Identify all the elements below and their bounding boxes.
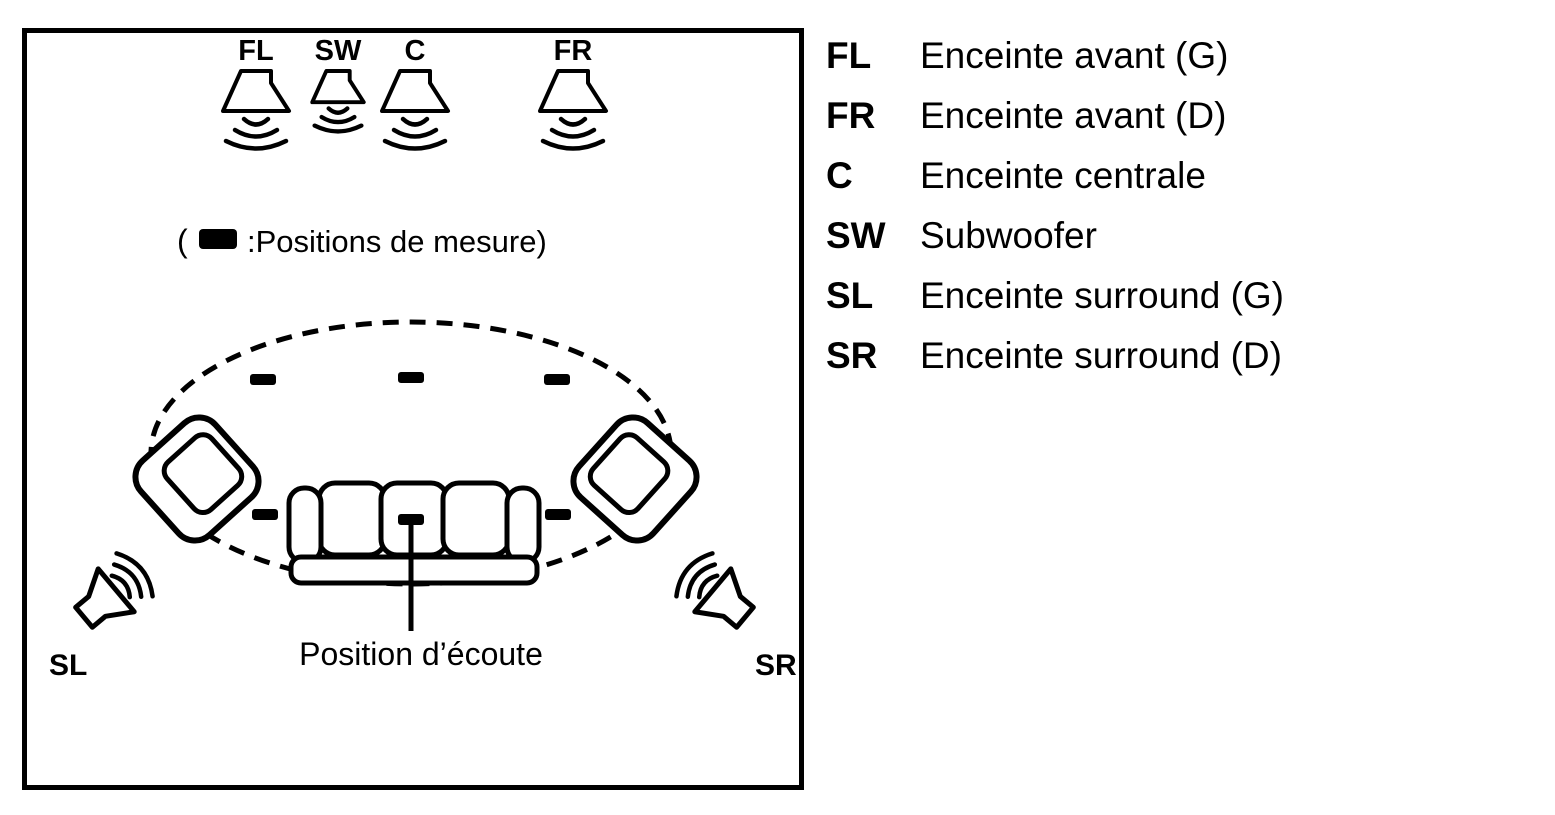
legend-row-sw: SW Subwoofer [826, 206, 1284, 266]
label-front-left: FL [238, 35, 273, 67]
listening-position-mark [398, 514, 424, 525]
legend-row-fr: FR Enceinte avant (D) [826, 86, 1284, 146]
legend-row-fl: FL Enceinte avant (G) [826, 26, 1284, 86]
legend-label: Enceinte centrale [920, 155, 1206, 196]
measure-note-label: :Positions de mesure) [247, 224, 547, 259]
legend: FL Enceinte avant (G) FR Enceinte avant … [826, 26, 1284, 386]
surround-left-speaker-icon [73, 551, 155, 630]
legend-label: Enceinte surround (D) [920, 335, 1282, 376]
surround-right-speaker-icon [674, 551, 756, 630]
measure-position-mark [398, 372, 424, 383]
armchair-right [570, 414, 700, 544]
label-surround-left: SL [49, 649, 87, 682]
legend-code: C [826, 155, 853, 196]
legend-row-c: C Enceinte centrale [826, 146, 1284, 206]
center-speaker-icon [380, 69, 450, 151]
sofa [286, 480, 542, 586]
measure-position-mark [250, 374, 276, 385]
legend-code: SW [826, 215, 886, 256]
label-center: C [405, 35, 426, 67]
legend-row-sr: SR Enceinte surround (D) [826, 326, 1284, 386]
measure-position-mark [544, 374, 570, 385]
legend-code: SR [826, 335, 878, 376]
legend-code: FR [826, 95, 876, 136]
legend-code: SL [826, 275, 874, 316]
armchair-left [132, 414, 262, 544]
legend-label: Enceinte avant (D) [920, 95, 1227, 136]
measure-position-swatch-icon [199, 229, 237, 249]
front-right-speaker-icon [538, 69, 608, 151]
label-subwoofer: SW [315, 35, 362, 67]
legend-label: Subwoofer [920, 215, 1097, 256]
measure-position-mark [545, 509, 571, 520]
measure-note-open-paren: ( [177, 223, 188, 259]
label-front-right: FR [554, 35, 593, 67]
speaker-layout-diagram: FL SW C FR [49, 35, 797, 682]
listening-position-label: Position d’écoute [299, 636, 543, 672]
label-surround-right: SR [755, 649, 797, 682]
legend-label: Enceinte surround (G) [920, 275, 1285, 316]
subwoofer-icon [310, 69, 366, 134]
front-left-speaker-icon [221, 69, 291, 151]
legend-label: Enceinte avant (G) [920, 35, 1229, 76]
legend-row-sl: SL Enceinte surround (G) [826, 266, 1284, 326]
measure-positions-note: ( :Positions de mesure) [177, 223, 547, 259]
measure-position-mark [252, 509, 278, 520]
diagram-box: FL SW C FR [22, 28, 804, 790]
legend-code: FL [826, 35, 872, 76]
